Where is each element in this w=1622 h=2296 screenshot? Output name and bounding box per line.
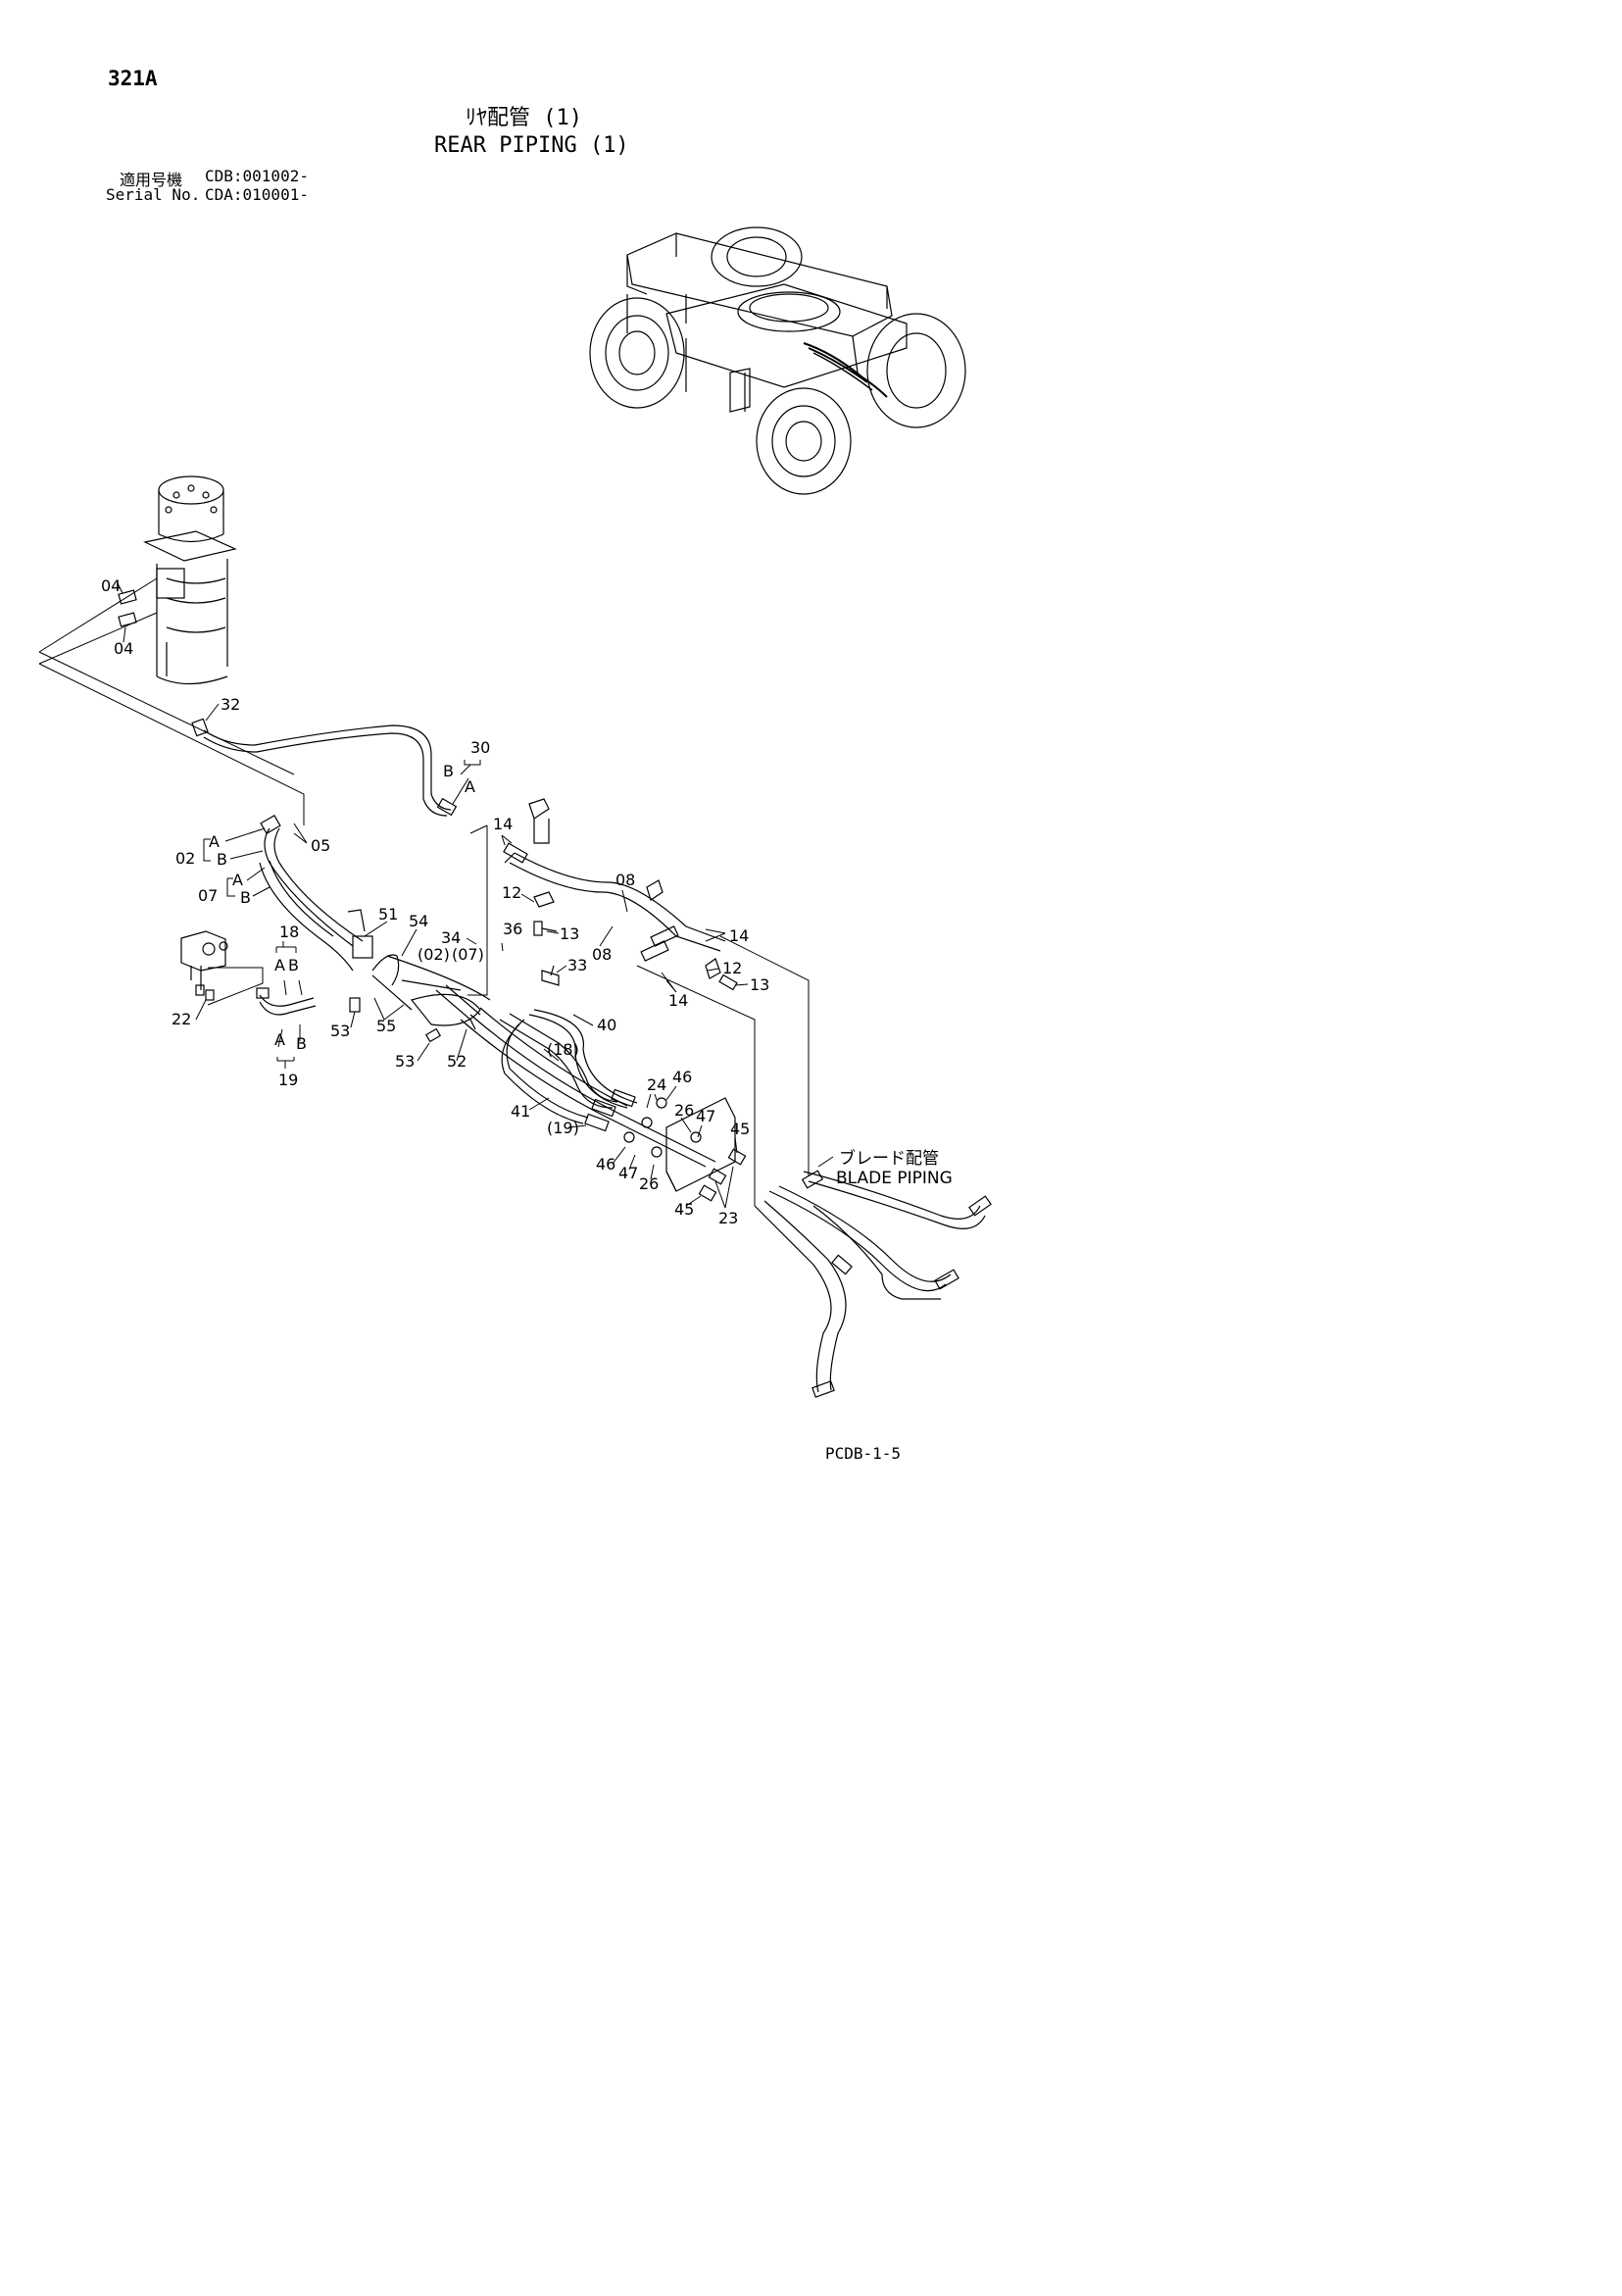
applicable-value: CDB:001002- [205, 167, 309, 185]
exploded-piping-drawing: 04 04 32 30 B A 14 05 A 02 B A 07 B 08 1… [38, 226, 992, 1398]
callout-32: 32 [221, 695, 240, 714]
blade-piping-note-en: BLADE PIPING [836, 1169, 953, 1188]
leader-lines [117, 582, 834, 1209]
callout-51: 51 [378, 905, 398, 923]
machine-overview-illustration [589, 226, 966, 495]
bolt-13-lower [718, 973, 738, 991]
bracket-plate [623, 1097, 747, 1202]
callout-18-b: B [288, 956, 299, 974]
callout-19-paren: (19) [547, 1119, 579, 1137]
hoses-18-19 [256, 987, 317, 1016]
callout-13-upper: 13 [560, 924, 579, 943]
callout-23: 23 [718, 1209, 738, 1227]
bolt-53-right [424, 1027, 442, 1043]
cover-54-area [347, 909, 491, 1030]
callout-54: 54 [409, 912, 428, 930]
callout-19-b: B [296, 1034, 307, 1053]
callout-52: 52 [447, 1052, 467, 1071]
callout-45-upper: 45 [730, 1120, 750, 1138]
valve-22-assembly [180, 930, 228, 1001]
callout-07-b: B [240, 888, 251, 907]
fitting-04-upper [118, 589, 137, 605]
callout-47-lower: 47 [618, 1164, 638, 1182]
callout-33: 33 [567, 956, 587, 974]
callout-14-lower: 14 [668, 991, 688, 1010]
callout-04-lower: 04 [114, 639, 133, 658]
callout-08-upper: 08 [615, 871, 635, 889]
callout-02: 02 [175, 849, 195, 868]
callout-07: 07 [198, 886, 218, 905]
page-code: 321A [108, 67, 158, 90]
callout-30-b: B [443, 762, 454, 780]
callout-02-paren: (02) [418, 945, 450, 964]
hoses-08 [503, 842, 726, 962]
parts-diagram-page: 321A ﾘﾔ配管 (1) REAR PIPING (1) 適用号機 CDB:0… [0, 0, 1081, 1530]
callout-46-upper: 46 [672, 1068, 692, 1086]
callout-05: 05 [311, 836, 330, 855]
callout-18: 18 [279, 923, 299, 941]
title-japanese: ﾘﾔ配管 (1) [466, 106, 582, 130]
callout-07-paren: (07) [452, 945, 484, 964]
callout-34: 34 [441, 928, 461, 947]
callout-40: 40 [597, 1016, 616, 1034]
callout-13-lower: 13 [750, 975, 769, 994]
title-english: REAR PIPING (1) [434, 133, 629, 158]
callout-14-right: 14 [729, 926, 749, 945]
connection-guide-lines [38, 577, 810, 1206]
applicable-label: 適用号機 [120, 171, 183, 189]
callout-02-a: A [209, 832, 220, 851]
fitting-04-lower [118, 612, 137, 627]
callout-22: 22 [172, 1010, 191, 1028]
callout-18-paren: (18) [547, 1040, 579, 1059]
serial-value: CDA:010001- [205, 185, 309, 204]
callout-30: 30 [470, 738, 490, 757]
serial-label: Serial No. [106, 185, 201, 204]
callout-08-lower: 08 [592, 945, 612, 964]
hose-32-30 [191, 718, 458, 817]
callout-02-b: B [217, 850, 227, 869]
callout-14-upper-left: 14 [493, 815, 513, 833]
bolt-13-upper [533, 921, 558, 936]
blade-piping-hoses [754, 1170, 992, 1398]
callout-19: 19 [278, 1071, 298, 1089]
clip-brackets [528, 798, 721, 979]
callout-36: 36 [503, 920, 522, 938]
hose-bundle-lower [460, 1007, 716, 1168]
callout-26-lower: 26 [639, 1174, 659, 1193]
callout-labels: 04 04 32 30 B A 14 05 A 02 B A 07 B 08 1… [101, 576, 953, 1227]
footer-code: PCDB-1-5 [825, 1444, 902, 1463]
callout-45-lower: 45 [674, 1200, 694, 1219]
hoses-02-07 [259, 814, 364, 972]
callout-24: 24 [647, 1075, 666, 1094]
callout-12-upper: 12 [502, 883, 521, 902]
callout-26-upper: 26 [674, 1101, 694, 1120]
tee-fitting-33 [541, 965, 560, 986]
hoses-40-41 [501, 1009, 638, 1132]
callout-41: 41 [511, 1102, 530, 1121]
center-joint-assembly [143, 475, 237, 685]
callout-30-a: A [465, 777, 475, 796]
callout-47-upper: 47 [696, 1107, 715, 1125]
callout-04-upper: 04 [101, 576, 121, 595]
bolt-53-left [349, 997, 361, 1013]
callout-53-left: 53 [330, 1022, 350, 1040]
callout-53-right: 53 [395, 1052, 415, 1071]
callout-07-a: A [232, 871, 243, 889]
callout-18-a: A [274, 956, 285, 974]
callout-55: 55 [376, 1017, 396, 1035]
callout-12-lower: 12 [722, 959, 742, 977]
callout-46-lower: 46 [596, 1155, 615, 1173]
blade-piping-note-jp: ブレード配管 [839, 1148, 939, 1169]
